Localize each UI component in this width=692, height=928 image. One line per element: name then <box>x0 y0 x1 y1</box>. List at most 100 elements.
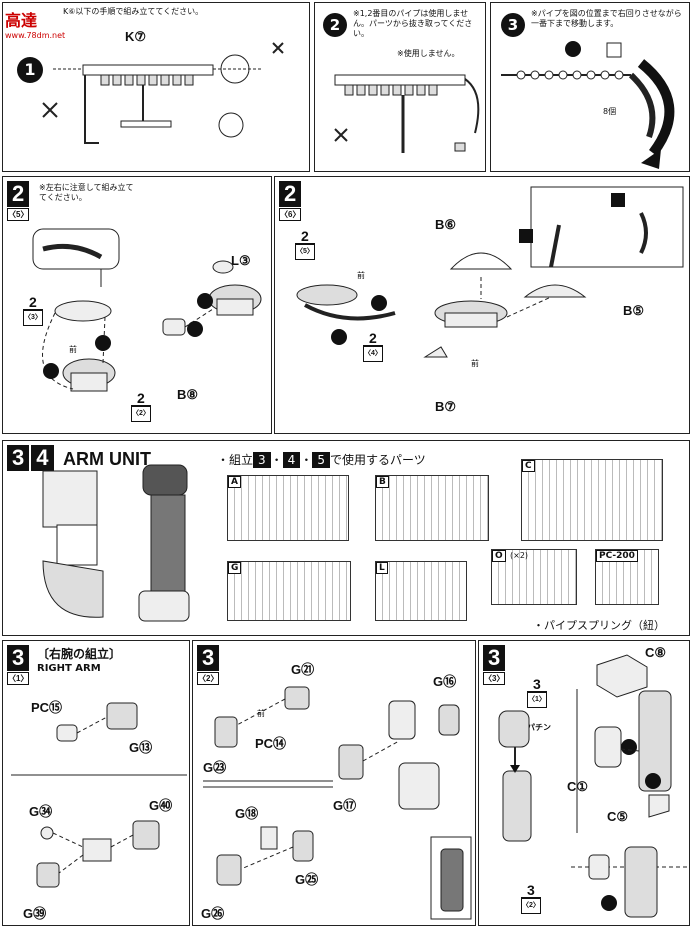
step3-2-sub: 〈2〉 <box>197 672 220 685</box>
step2-note: ※1,2番目のパイプは使用しません。パーツから抜き取ってください。 <box>353 9 473 38</box>
parts-heading-post: で使用するパーツ <box>329 453 426 467</box>
step2-6-panel: 2 〈6〉 B⑥ B④ B③ B⑤ B⑦ 前 前 2 〈5〉 2 〈4〉 <box>274 176 690 434</box>
part-label-g25: G㉕ <box>295 872 319 887</box>
part-label-g16: G⑯ <box>433 674 457 689</box>
ref-2-5: 2 〈5〉 <box>295 229 315 260</box>
assembly-diagram-2-5 <box>32 228 262 392</box>
runner-g-label: G <box>228 562 242 574</box>
parts-heading-pre: ・組立 <box>217 453 254 467</box>
ref-2-5-sub: 〈5〉 <box>295 244 315 260</box>
part-label-c1: C① <box>567 779 589 794</box>
ref-2-3-step: 2 <box>23 295 43 310</box>
front-label-1: 前 <box>357 271 365 280</box>
assembly-diagram-3-3 <box>498 654 689 918</box>
part-label-c8: C⑧ <box>645 645 667 660</box>
step3-panel: 3 ※パイプを図の位置まで右回りさせながら一番下まで移動します。 8個 <box>490 2 690 172</box>
runner-g: G <box>227 561 351 621</box>
part-label-g34: G㉞ <box>29 804 53 819</box>
part-label-g23: G㉓ <box>203 760 227 775</box>
pipe-diagram-3 <box>501 41 675 169</box>
step3-3-number: 3 <box>483 645 506 671</box>
ref-3-1-step: 3 <box>527 677 547 692</box>
watermark-site: www.78dm.net <box>5 31 66 40</box>
runner-o: O (×2) <box>491 549 577 605</box>
runner-a: A <box>227 475 349 541</box>
watermark: 高達 www.78dm.net <box>5 7 66 40</box>
front-label-2: 前 <box>471 359 479 368</box>
ref-2-4-step: 2 <box>363 331 383 346</box>
part-label-g21: G㉑ <box>291 662 315 677</box>
part-label-g13: G⑬ <box>129 740 153 755</box>
step2-unused: ※使用しません。 <box>397 49 460 58</box>
step1-panel: 高達 www.78dm.net K⑥以下の手順で組み立ててください。 1 K⑦ <box>2 2 310 172</box>
part-label-c5: C⑤ <box>607 809 629 824</box>
step2-6-sub: 〈6〉 <box>279 208 302 221</box>
step2-5-panel: 2 〈5〉 ※左右に注意して組み立ててください。 K② L③ B⑧ 前 前 2 … <box>2 176 272 434</box>
part-label-g18: G⑱ <box>235 806 259 821</box>
step2-5-sub: 〈5〉 <box>7 208 30 221</box>
arm-unit-step-3: 3 <box>7 445 30 471</box>
part-label-pc14: PC⑭ <box>255 736 287 751</box>
step3-2-panel: 3 〈2〉 G㉑ G⑯ PC⑭ G㉓ G⑰ G⑱ G㉕ G㉖ 前 <box>192 640 476 926</box>
step2-5-number: 2 <box>7 181 30 207</box>
step2-6-number: 2 <box>279 181 302 207</box>
runner-pc200-label: PC-200 <box>596 550 638 562</box>
step3-3-sub: 〈3〉 <box>483 672 506 685</box>
step1-number: 1 <box>17 57 43 83</box>
part-label-b5: B⑤ <box>623 303 645 318</box>
ref-2-5-step: 2 <box>295 229 315 244</box>
arm-unit-step-4: 4 <box>31 445 54 471</box>
ref-2-4-sub: 〈4〉 <box>363 346 383 362</box>
ref-3-2: 3 〈2〉 <box>521 883 541 914</box>
step3-3-badge: 3 〈3〉 <box>483 645 506 685</box>
step3-1-title: 〔右腕の組立〕 <box>37 647 122 661</box>
ref-2-3: 2 〈3〉 <box>23 295 43 326</box>
runner-a-label: A <box>228 476 241 488</box>
ref-2-3-sub: 〈3〉 <box>23 310 43 326</box>
ref-3-2-step: 3 <box>521 883 541 898</box>
part-label-b6: B⑥ <box>435 217 457 232</box>
step3-number: 3 <box>501 13 525 37</box>
ref-2-2-sub: 〈2〉 <box>131 406 151 422</box>
parts-step-3: 3 <box>253 452 271 468</box>
pipe-diagram-1 <box>42 42 284 144</box>
ref-3-1-sub: 〈1〉 <box>527 692 547 708</box>
step3-2-badge: 3 〈2〉 <box>197 645 220 685</box>
part-label-b8: B⑧ <box>177 387 199 402</box>
pipe-diagram-2 <box>334 74 480 153</box>
step3-1-panel: 3 〈1〉 〔右腕の組立〕 RIGHT ARM PC⑮ G⑬ G㉞ G㊵ G㊴ <box>2 640 190 926</box>
ref-2-2-step: 2 <box>131 391 151 406</box>
step3-2-number: 3 <box>197 645 220 671</box>
part-label-g39: G㊴ <box>23 906 47 921</box>
arm-unit-illustration <box>42 464 190 622</box>
runner-l-label: L <box>376 562 388 574</box>
step1-note: K⑥以下の手順で組み立ててください。 <box>63 7 204 16</box>
runner-pc200: PC-200 <box>595 549 659 605</box>
runner-o-qty: (×2) <box>510 551 529 560</box>
runner-o-label: O <box>492 550 506 562</box>
part-label-b7: B⑦ <box>435 399 457 414</box>
part-label-g17: G⑰ <box>333 798 357 813</box>
step3-3-panel: 3 〈3〉 3 〈1〉 3 〈2〉 C⑧ C① C⑤ パチン <box>478 640 690 926</box>
spring-note: ・パイプスプリング（紐） <box>533 619 665 632</box>
part-label-k7: K⑦ <box>125 29 147 44</box>
ref-3-1: 3 〈1〉 <box>527 677 547 708</box>
step2-number: 2 <box>323 13 347 37</box>
step3-note: ※パイプを図の位置まで右回りさせながら一番下まで移動します。 <box>531 9 682 28</box>
runner-l: L <box>375 561 467 621</box>
arm-unit-title: ARM UNIT <box>63 449 151 469</box>
ref-2-4: 2 〈4〉 <box>363 331 383 362</box>
step3-count: 8個 <box>603 107 617 116</box>
step3-1-badge: 3 〈1〉 <box>7 645 30 685</box>
parts-step-5: 5 <box>312 452 330 468</box>
part-label-l3: L③ <box>231 253 251 268</box>
part-label-pc15: PC⑮ <box>31 700 63 715</box>
assembly-diagram-3-1 <box>11 702 187 888</box>
step2-5-badge: 2 〈5〉 <box>7 181 30 221</box>
assembly-diagram-2-6 <box>296 186 684 358</box>
assembly-diagram-3-2 <box>203 686 472 920</box>
step2-6-badge: 2 〈6〉 <box>279 181 302 221</box>
